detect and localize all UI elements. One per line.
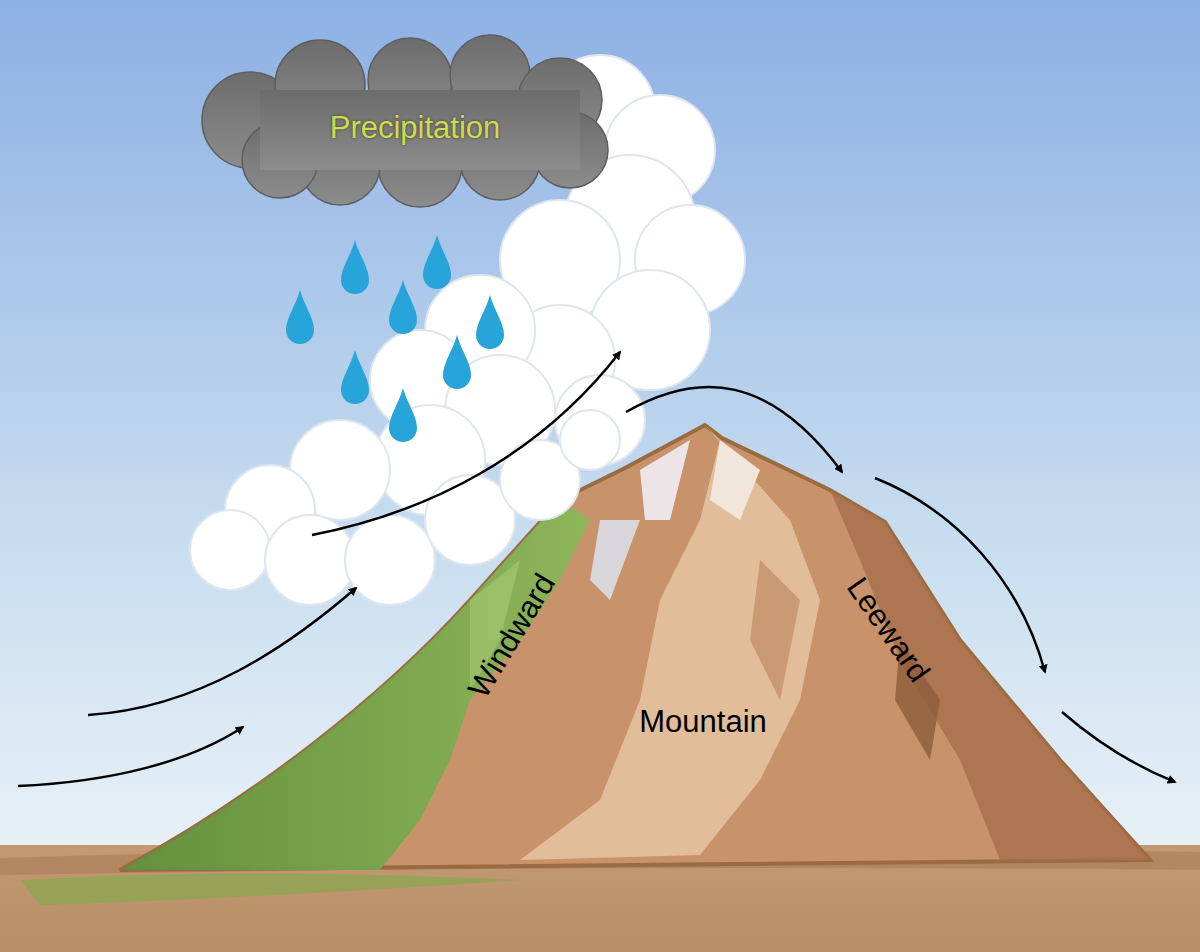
mountain [120, 425, 1150, 870]
cloud-label: Precipitation [330, 111, 501, 145]
cloud [190, 55, 745, 605]
airflow-arrows [18, 352, 1175, 786]
mountain-label: Mountain [639, 705, 767, 739]
raindrops [286, 235, 504, 442]
grass [20, 873, 520, 905]
rain-cloud [202, 35, 608, 207]
